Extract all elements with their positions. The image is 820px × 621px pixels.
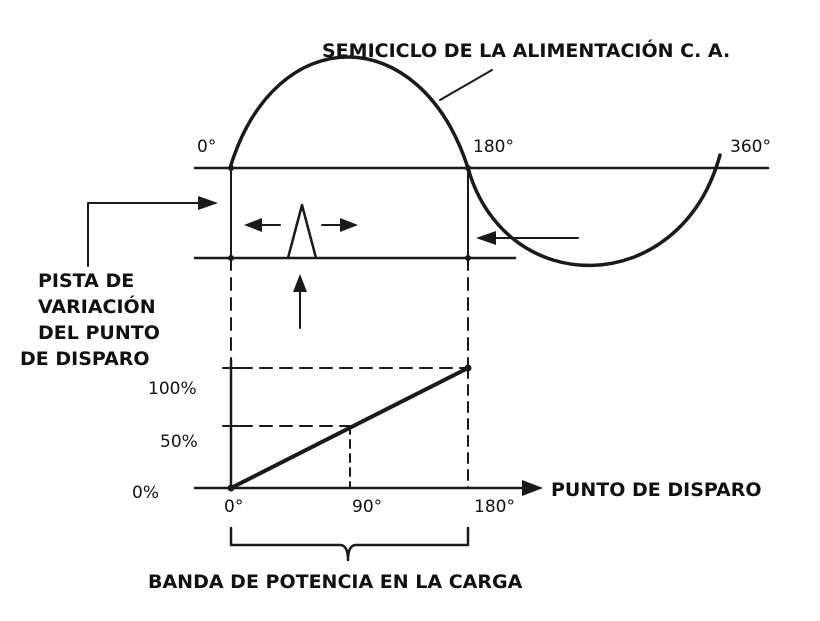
ramp-end-dot [464,364,472,372]
deg-0-top-label: 0° [197,137,216,157]
pct-100-label: 100% [148,379,197,399]
trigger-pulse [286,203,318,260]
ramp-start-dot [227,484,235,492]
x-axis-label: PUNTO DE DISPARO [551,479,762,501]
pct-50-label: 50% [160,432,198,452]
deg-180-top-label: 180° [473,137,514,157]
pista-label-line4: DE DISPARO [20,348,150,370]
pista-label-line3: DEL PUNTO [38,322,160,344]
band-label: BANDA DE POTENCIA EN LA CARGA [148,571,523,593]
title-label: SEMICICLO DE LA ALIMENTACIÓN C. A. [322,38,730,62]
axis-180-label: 180° [474,497,515,517]
pista-label-line1: PISTA DE [38,270,134,292]
left-shift-arrowhead [244,218,262,232]
x-axis-arrowhead [522,480,543,496]
band-bracket [229,526,470,562]
baseline-dot-right [465,165,471,171]
deg-360-top-label: 360° [730,137,771,157]
ac-sine-wave [228,55,722,268]
baseline-dot-left [228,165,234,171]
power-ramp-line [229,366,470,490]
axis-0-label: 0° [224,497,243,517]
title-pointer-line [439,69,493,101]
right-side-arrowhead [476,231,496,245]
up-arrowhead [293,274,307,292]
right-shift-arrowhead [340,218,358,232]
pct-0-label: 0% [132,483,159,503]
pista-label-line2: VARIACIÓN [38,294,156,318]
axis-90-label: 90° [352,497,382,517]
pista-pointer-line [87,202,206,267]
pista-pointer-arrowhead [198,196,218,210]
